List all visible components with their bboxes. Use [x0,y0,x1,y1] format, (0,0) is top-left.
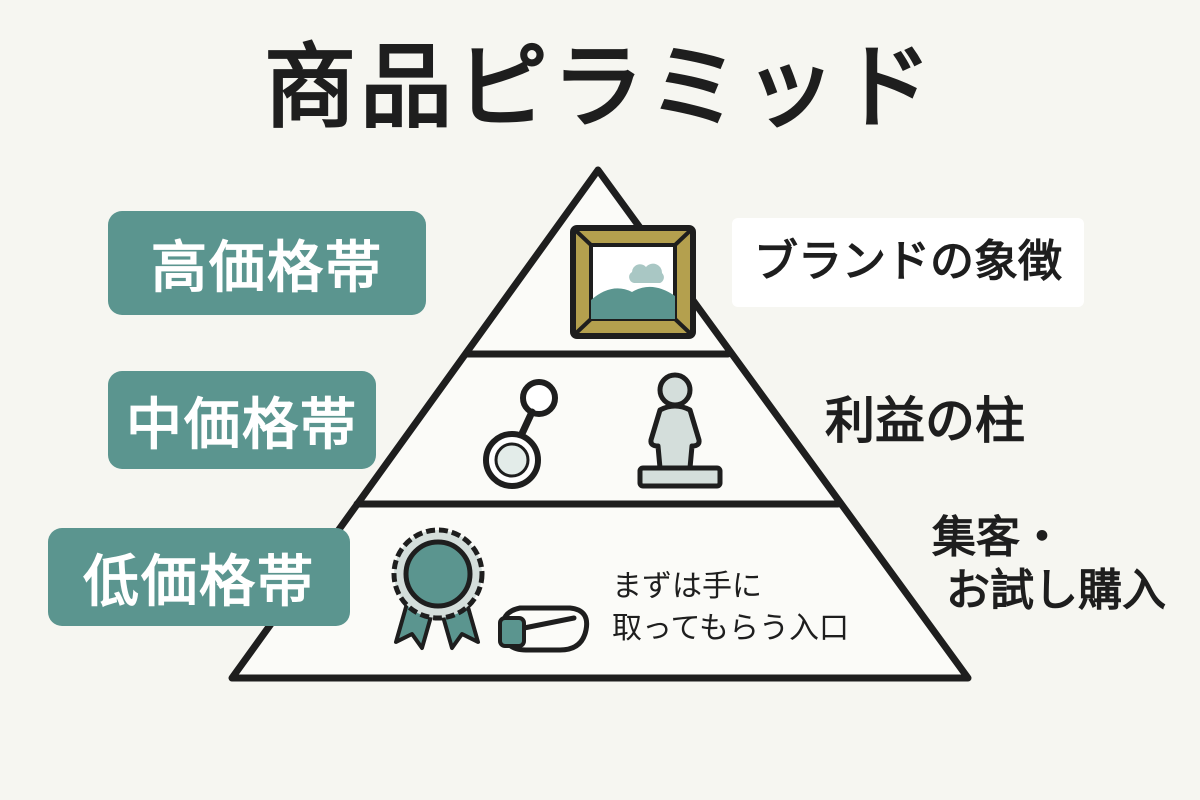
page-title: 商品ピラミッド [263,34,936,141]
figurine-icon [637,372,723,489]
rosette-badge-icon [391,527,485,650]
tier-role-high: ブランドの象徴 [732,218,1084,307]
tier-role-low-line1: 集客・ [932,512,1064,563]
tier-role-low-line2: お試し購入 [946,564,1166,616]
keychain-icon [483,379,558,489]
entry-point-note-line2: 取ってもらう入口 [612,611,849,646]
safety-pin-icon [498,605,590,653]
tier-badge-mid: 中価格帯 [108,371,376,469]
tier-badge-low: 低価格帯 [48,528,350,626]
entry-point-note-line1: まずは手に [612,569,762,604]
entry-point-note: まずは手に 取ってもらう入口 [612,566,849,650]
framed-painting-icon [570,225,696,339]
tier-role-low: 集客・ お試し購入 [932,512,1166,618]
tier-badge-high: 高価格帯 [108,211,426,315]
tier-role-mid: 利益の柱 [825,392,1025,450]
